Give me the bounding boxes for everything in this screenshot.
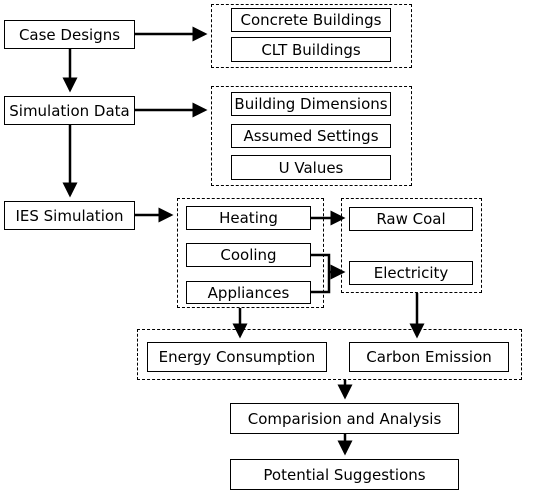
raw-coal-box: Raw Coal xyxy=(349,207,473,231)
simulation-data-box: Simulation Data xyxy=(4,96,135,125)
energy-consumption-box: Energy Consumption xyxy=(147,342,327,372)
building-types-group xyxy=(211,4,412,68)
heating-box: Heating xyxy=(186,206,311,230)
cooling-box: Cooling xyxy=(186,243,311,267)
comparison-analysis-box: Comparision and Analysis xyxy=(230,403,459,434)
ies-simulation-box: IES Simulation xyxy=(4,201,135,230)
carbon-emission-box: Carbon Emission xyxy=(349,342,509,372)
case-designs-box: Case Designs xyxy=(4,20,135,49)
outputs-group xyxy=(137,329,522,380)
end-uses-group xyxy=(177,198,324,308)
connector-cooling-appliances xyxy=(311,253,331,294)
appliances-box: Appliances xyxy=(186,281,311,304)
concrete-buildings-box: Concrete Buildings xyxy=(231,8,391,32)
u-values-box: U Values xyxy=(231,155,391,180)
building-dimensions-box: Building Dimensions xyxy=(231,92,391,116)
electricity-box: Electricity xyxy=(349,261,473,285)
simulation-inputs-group xyxy=(211,86,412,186)
energy-sources-group xyxy=(341,198,482,293)
assumed-settings-box: Assumed Settings xyxy=(231,124,391,148)
clt-buildings-box: CLT Buildings xyxy=(231,37,391,62)
potential-suggestions-box: Potential Suggestions xyxy=(230,459,459,490)
